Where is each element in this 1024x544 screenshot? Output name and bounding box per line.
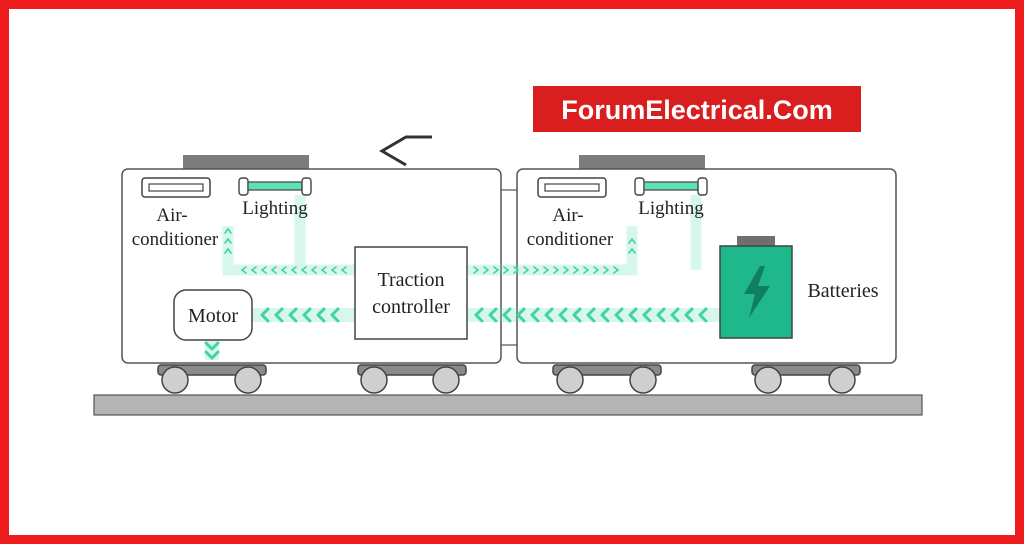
roof-unit-car2 <box>579 155 705 169</box>
flow-arrow-icon <box>204 341 220 360</box>
bogie-4 <box>751 364 861 394</box>
flow-arrows <box>224 227 636 274</box>
traction-controller-box <box>354 246 468 340</box>
flow-arrow-icon <box>473 266 620 274</box>
flow-arrow-icon <box>628 237 636 254</box>
air-conditioner-icon <box>537 177 607 198</box>
car1-ac-label-line2: conditioner <box>132 229 219 250</box>
bogie-2 <box>357 364 467 394</box>
battery-icon <box>719 236 793 339</box>
flow-arrow-icon <box>474 307 708 323</box>
motor-box <box>173 289 253 341</box>
lightning-bolt-icon <box>744 266 770 318</box>
wheels <box>157 364 861 394</box>
rail-track <box>93 394 923 416</box>
flow-path-car2-aux <box>467 195 702 276</box>
car1-ac-label-line1: Air- <box>156 205 187 226</box>
roof-unit-car1 <box>183 155 309 169</box>
controller-label-line1: Traction <box>377 269 444 291</box>
wheel-icon <box>360 366 388 394</box>
flow-arrow-icon <box>240 266 347 274</box>
wheel-icon <box>161 366 189 394</box>
motor-label: Motor <box>188 305 238 327</box>
car2-ac-label-line1: Air- <box>552 205 583 226</box>
car2-ac-label-line2: conditioner <box>527 229 614 250</box>
wheel-icon <box>234 366 262 394</box>
batteries-label: Batteries <box>807 280 878 302</box>
wheel-icon <box>432 366 460 394</box>
car1-lighting-label: Lighting <box>242 198 308 219</box>
brand-badge-bg <box>533 86 861 132</box>
energy-flow-paths <box>205 195 720 360</box>
controller-label-line2: controller <box>372 296 450 318</box>
lighting-tube-icon <box>238 177 312 196</box>
car2-lighting-label: Lighting <box>638 198 704 219</box>
wheel-icon <box>629 366 657 394</box>
flow-arrow-icon <box>260 307 340 323</box>
bogie-1 <box>157 364 267 394</box>
wheel-icon <box>556 366 584 394</box>
flow-arrow-icon <box>224 227 232 254</box>
brand-text: ForumElectrical.Com <box>561 95 833 125</box>
wheel-icon <box>828 366 856 394</box>
lighting-tube-icon <box>634 177 708 196</box>
flow-arrows-main <box>204 307 708 360</box>
air-conditioner-icon <box>141 177 211 198</box>
bogie-3 <box>552 364 662 394</box>
wheel-icon <box>754 366 782 394</box>
car-body-2 <box>516 168 897 364</box>
brand-badge: ForumElectrical.Com <box>533 86 861 132</box>
